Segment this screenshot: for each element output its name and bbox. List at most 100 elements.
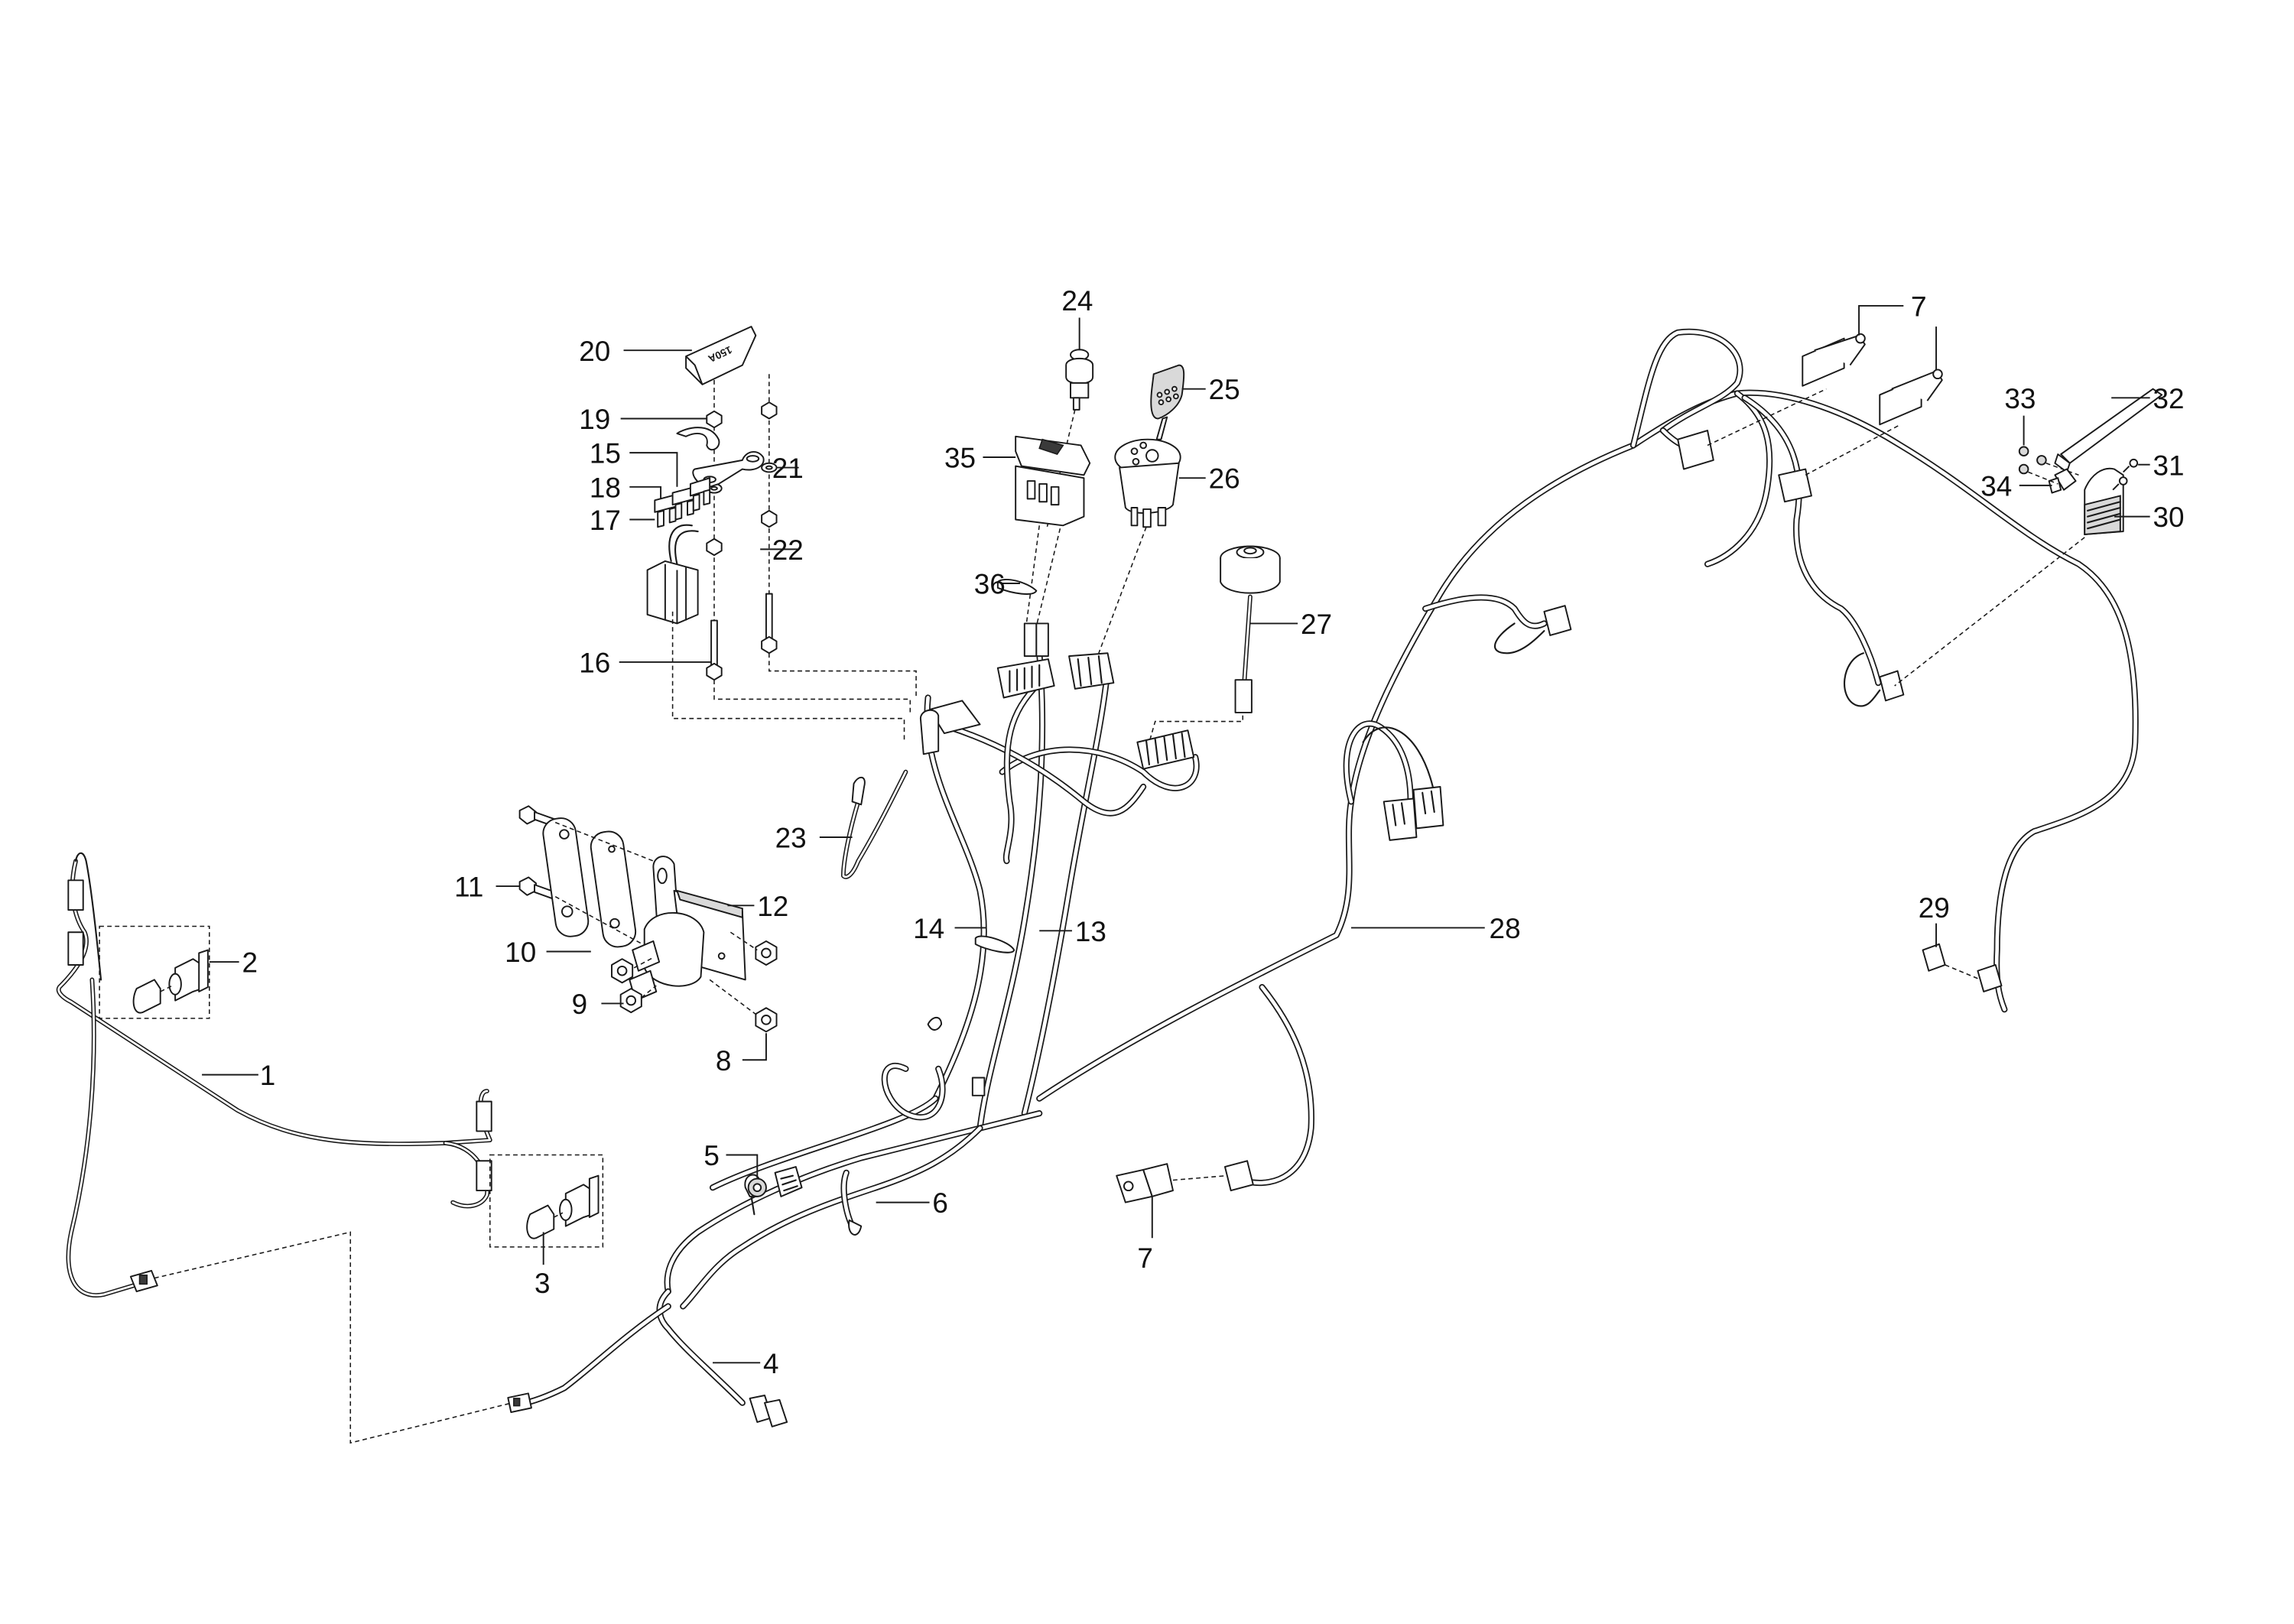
fuse-icon <box>689 477 711 512</box>
flange-nut-icon <box>755 940 778 966</box>
voltage-regulator-icon <box>2084 467 2124 535</box>
callout-34: 34 <box>1980 470 2012 502</box>
bolt-icon <box>706 619 723 681</box>
lock-washer-icon <box>2018 446 2029 457</box>
callout-21: 21 <box>772 453 804 484</box>
lock-washer-icon <box>2036 455 2047 466</box>
connector-icon <box>1136 729 1195 770</box>
connector-icon <box>1677 430 1714 470</box>
callout-31: 31 <box>2153 450 2185 481</box>
callout-25: 25 <box>1209 374 1240 405</box>
connector-icon <box>1543 605 1572 636</box>
callout-27: 27 <box>1301 609 1332 640</box>
connector-icon <box>1383 786 1444 841</box>
callout-19: 19 <box>579 404 610 435</box>
callout-26: 26 <box>1209 463 1240 495</box>
interlock-switch-bottom <box>1116 1163 1227 1203</box>
connector-icon <box>774 1166 803 1197</box>
ignition-switch-icon <box>1114 438 1181 528</box>
plug-connector-icon <box>129 1269 158 1293</box>
nut-icon <box>611 958 634 984</box>
callout-35: 35 <box>944 443 976 474</box>
connector-icon <box>476 1160 492 1192</box>
connection-line <box>154 1231 513 1444</box>
connector-icon <box>1879 670 1905 702</box>
connector-icon <box>1778 468 1812 503</box>
callout-4: 4 <box>763 1348 779 1379</box>
washer-icon <box>761 462 778 473</box>
connector-29 <box>1922 943 1981 981</box>
connector-icon <box>1223 1160 1254 1192</box>
callout-12: 12 <box>757 891 788 922</box>
connector-icon <box>996 622 1055 699</box>
grommet-icon <box>747 1177 767 1197</box>
callout-13: 13 <box>1075 916 1106 947</box>
bracket-icon <box>2054 388 2163 473</box>
push-switch-icon <box>1065 349 1094 411</box>
connector-icon <box>476 1100 492 1132</box>
callout-17: 17 <box>590 505 621 536</box>
callout-18: 18 <box>590 472 621 503</box>
callout-22: 22 <box>772 534 804 566</box>
callout-16: 16 <box>579 648 610 679</box>
callout-2: 2 <box>242 947 258 979</box>
regulator-assembly <box>1894 388 2163 687</box>
rocker-switch-icon <box>1015 435 1091 527</box>
relay-icon <box>2048 468 2077 494</box>
key-icon <box>1150 364 1185 440</box>
callout-36: 36 <box>974 569 1006 600</box>
nut-icon <box>619 988 642 1014</box>
callout-7-bottom: 7 <box>1137 1242 1153 1274</box>
callout-6: 6 <box>932 1187 948 1219</box>
nut-icon <box>706 538 723 557</box>
callout-5: 5 <box>703 1140 720 1171</box>
callout-29: 29 <box>1919 892 1950 924</box>
callout-23: 23 <box>775 823 807 854</box>
fuse-block-assembly: 150A <box>646 326 917 742</box>
lamp-socket-3 <box>489 1154 604 1248</box>
callout-11: 11 <box>454 872 483 903</box>
nut-icon <box>761 401 778 420</box>
flange-nut-icon <box>755 1007 778 1033</box>
callout-24: 24 <box>1061 285 1093 317</box>
callout-3: 3 <box>535 1268 551 1299</box>
interlock-switch-top-left <box>1802 333 1866 387</box>
callout-9: 9 <box>572 989 588 1020</box>
mounting-plate-icon <box>542 817 590 937</box>
callout-32: 32 <box>2153 383 2185 414</box>
callout-7-top-right: 7 <box>1911 291 1927 323</box>
lock-washer-icon <box>2018 463 2029 475</box>
callout-33: 33 <box>2004 383 2036 414</box>
mounting-bracket-icon <box>919 700 981 755</box>
screw-icon <box>2112 476 2128 491</box>
main-harness <box>1036 328 2139 1192</box>
switch-assembly <box>919 349 1281 770</box>
callout-15: 15 <box>590 438 621 469</box>
nut-icon <box>761 509 778 528</box>
callout-8: 8 <box>716 1045 732 1077</box>
callout-20: 20 <box>579 336 610 367</box>
callout-1: 1 <box>260 1060 276 1091</box>
connector-icon <box>749 1395 788 1427</box>
callout-28: 28 <box>1490 913 1521 944</box>
connector-icon <box>1977 964 2003 992</box>
ring-terminal-icon <box>851 776 866 806</box>
plug-connector-icon <box>507 1392 532 1414</box>
lamp-harness <box>56 852 492 1298</box>
lamp-socket-2 <box>99 925 210 1019</box>
interlock-switch-top-right <box>1879 369 1943 426</box>
callout-7-top-left: 7 <box>1911 291 1927 323</box>
callout-30: 30 <box>2153 502 2185 533</box>
nut-icon <box>706 410 723 429</box>
callout-14: 14 <box>913 913 944 944</box>
solenoid-assembly <box>518 805 778 1033</box>
callout-10: 10 <box>505 937 536 968</box>
bolt-icon <box>761 593 778 654</box>
fuse-cover: 150A <box>685 326 757 385</box>
hour-meter-icon <box>1220 545 1281 713</box>
callouts: 1 2 3 4 5 6 7 7 7 8 9 10 11 <box>202 285 2185 1379</box>
bolt-icon <box>518 876 557 901</box>
connector-icon <box>67 879 84 911</box>
cable-clip-icon <box>974 935 1015 953</box>
